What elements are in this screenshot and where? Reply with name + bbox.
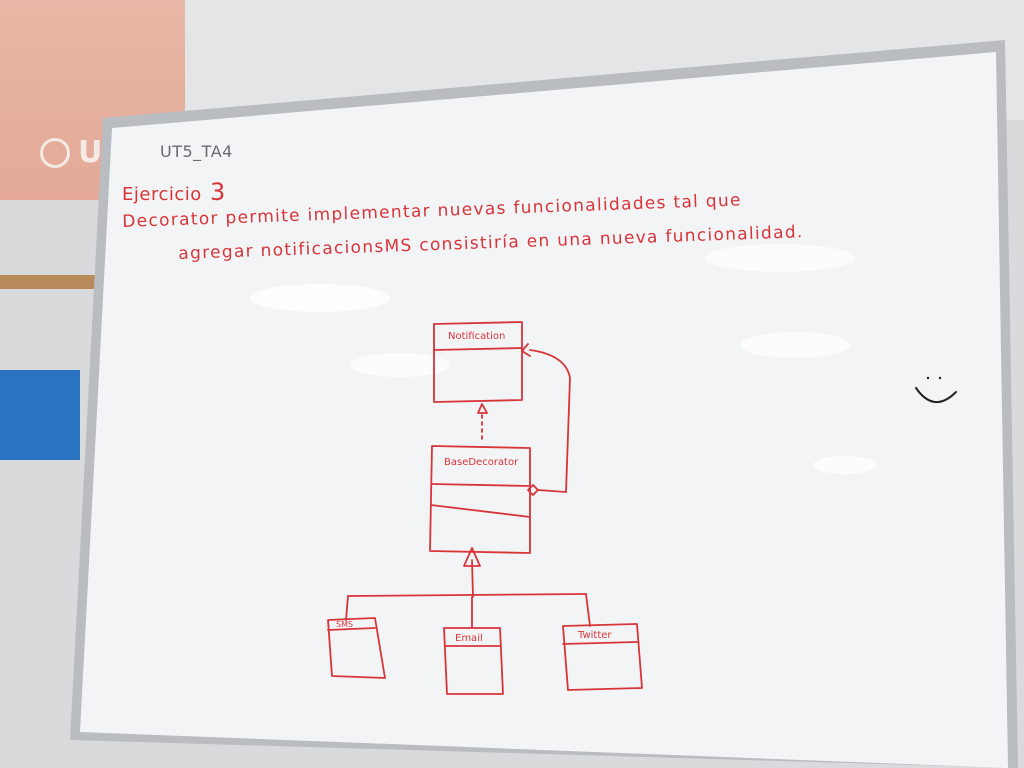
email-label: Email — [455, 633, 483, 644]
sms-label: SMS — [336, 620, 354, 629]
twitter-label: Twitter — [578, 630, 612, 641]
basedecorator-divider-2 — [430, 504, 531, 518]
smiley-doodle — [915, 376, 957, 403]
basedecorator-box — [429, 445, 531, 554]
board-surface — [80, 52, 1008, 768]
twitter-box — [562, 623, 643, 691]
glare-2 — [350, 353, 450, 377]
basedecorator-label: BaseDecorator — [444, 457, 519, 468]
sms-box — [327, 617, 386, 679]
aggregation-arrow — [521, 343, 531, 357]
email-box — [443, 627, 504, 695]
exercise-label: Ejercicio — [122, 184, 202, 205]
realization-arrowhead — [477, 403, 488, 414]
inheritance-arrowhead — [463, 547, 481, 567]
connector-twitter — [585, 593, 591, 627]
heading-text: UT5_TA4 — [160, 142, 233, 161]
exercise-number: 3 — [210, 178, 226, 206]
logo-emblem — [40, 138, 70, 168]
notification-divider — [433, 347, 523, 351]
sms-divider — [327, 627, 376, 631]
basedecorator-divider-1 — [431, 483, 531, 487]
twitter-divider — [562, 641, 638, 645]
shelf — [0, 275, 95, 289]
logo-text: U — [78, 135, 103, 170]
connector-sms — [345, 595, 349, 621]
glare-4 — [705, 244, 855, 272]
glare-1 — [250, 284, 390, 312]
aggregation-diamond — [527, 484, 539, 496]
glare-5 — [813, 456, 877, 474]
glare-3 — [740, 332, 850, 358]
aggregation-line — [529, 349, 571, 493]
notification-label: Notification — [448, 331, 506, 342]
notification-box — [433, 321, 523, 403]
connector-bar — [347, 593, 587, 597]
blue-tray — [0, 370, 80, 460]
uml-diagram — [327, 321, 643, 695]
projector-screen: U — [0, 0, 185, 200]
